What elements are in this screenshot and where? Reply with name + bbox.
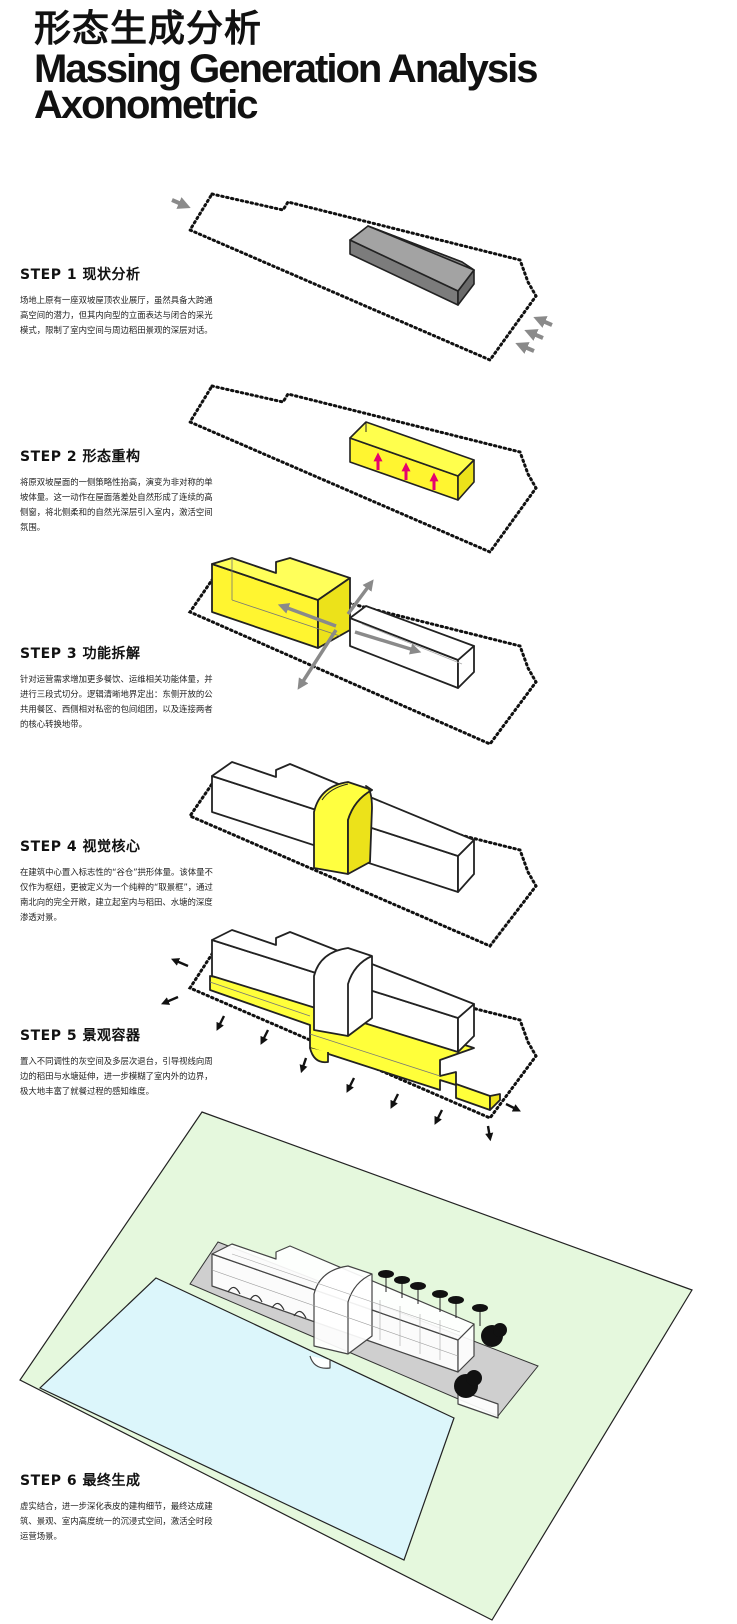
step-5-block: STEP 5 景观容器 置入不同调性的灰空间及多层次退台，引导视线向周边的稻田与… [20, 1025, 216, 1099]
title-english-line-2: Axonometric [34, 83, 259, 127]
step-4-block: STEP 4 视觉核心 在建筑中心置入标志性的“谷仓”拱形体量。该体量不仅作为枢… [20, 836, 216, 925]
step6-diagram [19, 1111, 693, 1621]
water-pond [38, 1277, 455, 1561]
site-boundary [187, 192, 538, 362]
arrow-icon [505, 1102, 521, 1112]
view-arrow-group [160, 958, 521, 1142]
tree-icon [454, 1370, 482, 1398]
wind-arrow-group [171, 197, 553, 354]
arrow-icon [346, 579, 374, 616]
palm-tree-row [378, 1270, 507, 1398]
arrow-icon [390, 1093, 400, 1109]
step3-diagram [187, 557, 538, 746]
step4-diagram [187, 761, 538, 948]
arrow-icon [299, 1057, 308, 1074]
tree-icon [394, 1276, 410, 1298]
barn-arch-core [313, 947, 373, 1037]
step-2-block: STEP 2 形态重构 将原双坡屋面的一侧策略性抬高，演变为非对称的单坡体量。这… [20, 446, 216, 535]
site-ground [19, 1111, 693, 1621]
tree-icon [410, 1282, 426, 1304]
lift-arrow-group [373, 452, 439, 490]
step-description: 针对运营需求增加更多餐饮、运维相关功能体量，并进行三段式切分。逻辑清晰地界定出：… [20, 674, 213, 729]
step2-diagram [187, 384, 538, 554]
mono-pitch-volume [349, 421, 475, 501]
barn-arch-core [313, 781, 373, 875]
final-building [211, 1243, 499, 1419]
step5-diagram [160, 929, 538, 1142]
step-title: STEP 6 最终生成 [20, 1473, 141, 1489]
arrow-icon [170, 958, 189, 968]
step-description: 场地上原有一座双坡屋顶农业展厅，虽然具备大跨通高空间的潜力，但其内向型的立面表达… [20, 295, 213, 335]
step-description: 置入不同调性的灰空间及多层次退台，引导视线向周边的稻田与水塘延伸，进一步模糊了室… [20, 1056, 213, 1096]
arrow-icon [515, 342, 535, 354]
arrow-icon [354, 630, 422, 655]
step-title: STEP 4 视觉核心 [20, 839, 141, 855]
tree-icon [448, 1296, 464, 1318]
arrow-icon [533, 316, 553, 328]
step-6-block: STEP 6 最终生成 虚实结合，进一步深化表皮的建构细节，最终达成建筑、景观、… [20, 1470, 216, 1544]
tree-icon [472, 1304, 488, 1326]
step-title: STEP 1 现状分析 [20, 267, 141, 283]
step-title: STEP 5 景观容器 [20, 1028, 141, 1044]
arrow-icon [297, 629, 338, 690]
arrow-icon [524, 329, 544, 341]
split-arrow-group [277, 579, 422, 690]
page-title: 形态生成分析 Massing Generation Analysis Axono… [34, 7, 538, 127]
arrow-icon [346, 1077, 356, 1093]
arrow-icon [485, 1125, 494, 1142]
step1-diagram [171, 192, 553, 362]
title-chinese: 形态生成分析 [34, 7, 262, 50]
existing-gable-hall [349, 225, 475, 306]
site-boundary [187, 384, 538, 554]
step-title: STEP 3 功能拆解 [20, 646, 141, 662]
east-volume [349, 605, 475, 689]
arrow-icon [171, 197, 191, 209]
step-description: 在建筑中心置入标志性的“谷仓”拱形体量。该体量不仅作为枢纽，更被定义为一个纯粹的… [20, 867, 213, 922]
step-description: 虚实结合，进一步深化表皮的建构细节，最终达成建筑、景观、室内高度统一的沉浸式空间… [20, 1501, 213, 1541]
arrow-icon [277, 603, 337, 628]
tree-icon [432, 1290, 448, 1312]
arrow-icon [260, 1029, 270, 1045]
tree-icon [481, 1323, 507, 1347]
platform-volume [209, 975, 501, 1111]
step-3-block: STEP 3 功能拆解 针对运营需求增加更多餐饮、运维相关功能体量，并进行三段式… [20, 643, 216, 732]
title-english-line-1: Massing Generation Analysis [34, 47, 538, 91]
step-description: 将原双坡屋面的一侧策略性抬高，演变为非对称的单坡体量。这一动作在屋面落差处自然形… [20, 477, 213, 532]
arrow-icon [160, 995, 179, 1005]
arrow-icon [216, 1015, 226, 1031]
west-volume [211, 557, 351, 649]
tree-icon [378, 1270, 394, 1292]
arrow-icon [434, 1109, 444, 1125]
step-title: STEP 2 形态重构 [20, 449, 141, 465]
step-1-block: STEP 1 现状分析 场地上原有一座双坡屋顶农业展厅，虽然具备大跨通高空间的潜… [20, 264, 216, 338]
